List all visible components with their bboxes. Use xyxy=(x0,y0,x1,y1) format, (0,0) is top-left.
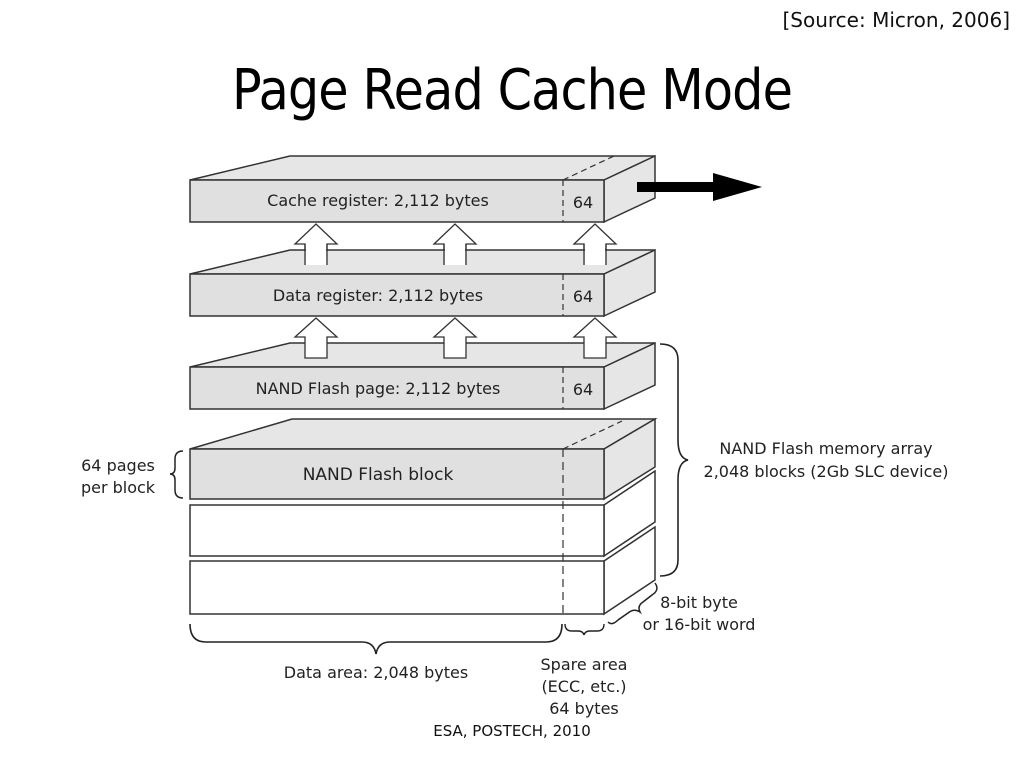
width-brace xyxy=(607,582,658,625)
nand-page-front-face xyxy=(189,366,605,410)
memory-array-line2: 2,048 blocks (2Gb SLC device) xyxy=(704,462,949,481)
nand-block-label: NAND Flash block xyxy=(303,465,454,485)
spare-area-brace xyxy=(564,623,605,636)
data-register-box: Data register: 2,112 bytes 64 xyxy=(189,248,656,318)
cache-register-spare-label: 64 xyxy=(573,193,593,212)
memory-array-brace xyxy=(659,343,689,577)
source-citation: [Source: Micron, 2006] xyxy=(782,8,1010,32)
pages-per-block-line2: per block xyxy=(81,478,156,497)
transfer-arrows-lower xyxy=(293,317,618,359)
spare-area-line3: 64 bytes xyxy=(549,699,619,718)
upper-arrow-stems xyxy=(304,244,607,265)
nand-block-front-face xyxy=(189,448,605,500)
block-3-front-face xyxy=(189,560,605,615)
output-arrow-icon xyxy=(637,173,762,201)
data-register-spare-label: 64 xyxy=(573,287,593,306)
block-stack: NAND Flash block xyxy=(189,417,658,616)
nand-page-label: NAND Flash page: 2,112 bytes xyxy=(256,379,501,398)
spare-area-line2: (ECC, etc.) xyxy=(541,677,626,696)
cache-register-box: Cache register: 2,112 bytes 64 xyxy=(189,154,656,224)
up-arrow-icon xyxy=(432,317,478,359)
pages-per-block-line1: 64 pages xyxy=(81,456,155,475)
cache-register-label: Cache register: 2,112 bytes xyxy=(267,191,489,210)
cache-register-front-face xyxy=(189,179,605,223)
spare-area-line1: Spare area xyxy=(541,655,628,674)
data-area-label: Data area: 2,048 bytes xyxy=(284,663,468,682)
cache-register-top-face xyxy=(189,155,656,181)
arrow-stem xyxy=(306,244,326,265)
data-area-brace xyxy=(189,623,563,655)
block-2-front-face xyxy=(189,504,605,557)
up-arrow-icon xyxy=(293,317,339,359)
pages-brace xyxy=(169,450,184,499)
nand-page-spare-label: 64 xyxy=(573,380,593,399)
data-register-front-face xyxy=(189,273,605,317)
up-arrow-icon xyxy=(572,317,618,359)
nand-block-top-face xyxy=(189,418,658,450)
width-line1: 8-bit byte xyxy=(660,593,738,612)
slide-footer: ESA, POSTECH, 2010 xyxy=(433,722,591,740)
memory-array-line1: NAND Flash memory array xyxy=(719,439,932,458)
arrow-stem xyxy=(585,244,605,265)
arrow-stem xyxy=(445,244,465,265)
block-top-dashed xyxy=(562,420,623,450)
data-register-label: Data register: 2,112 bytes xyxy=(273,286,483,305)
slide-title: Page Read Cache Mode xyxy=(231,58,793,123)
width-line2: or 16-bit word xyxy=(643,615,756,634)
